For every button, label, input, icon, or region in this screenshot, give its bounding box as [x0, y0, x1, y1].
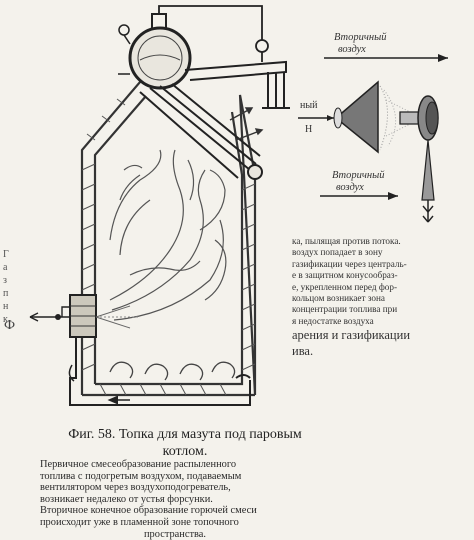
- text-line: арения и газификации: [292, 328, 411, 343]
- air-duct: [90, 374, 251, 406]
- margin-symbol: Ф: [4, 318, 16, 333]
- margin-letter: Г: [3, 249, 9, 260]
- flame-swirls: [109, 149, 227, 321]
- figure-description: Первичное смесеобразование распыленного …: [40, 459, 310, 540]
- text-line: ива.: [292, 344, 314, 359]
- description-line: происходит уже в пламенной зоне топочног…: [40, 516, 239, 528]
- air-label-bottom: воздух: [336, 182, 364, 193]
- secondary-air-label-bottom: Вторичный: [332, 170, 385, 181]
- primary-air-partial: ный: [300, 100, 318, 111]
- furnace-wall: [80, 78, 257, 397]
- caption-title-continued: котлом.: [162, 444, 208, 459]
- margin-letter: з: [3, 275, 7, 286]
- n-partial-label: Н: [305, 124, 312, 135]
- oil-burner: [29, 294, 140, 406]
- air-label-top: воздух: [338, 44, 366, 55]
- wall-hatching: [81, 98, 256, 396]
- cone-diagram: Вторичный воздух Вторичный воздух ный Н: [298, 32, 448, 223]
- text-line: кольцом возникает зона: [292, 293, 385, 304]
- text-line: е, укрепленном перед фор-: [292, 281, 398, 292]
- secondary-air-label-top: Вторичный: [334, 32, 387, 43]
- flue-arrows: [229, 107, 264, 141]
- margin-letter: к: [3, 314, 8, 325]
- margin-letter: а: [3, 262, 8, 273]
- steam-drum: [118, 5, 269, 90]
- description-line: пространства.: [144, 528, 206, 540]
- text-line: я недостатке воздуха: [292, 315, 374, 326]
- text-line: ка, пылящая против потока.: [292, 236, 401, 246]
- description-line: возникает недалеко от устья форсунки.: [40, 493, 213, 505]
- text-line: концентрации топлива при: [292, 304, 398, 315]
- adjacent-column-text: ка, пылящая против потока. воздух попада…: [292, 236, 470, 359]
- caption-title: Фиг. 58. Топка для мазута под паровым: [68, 427, 302, 442]
- description-line: Первичное смесеобразование распыленного: [40, 459, 237, 470]
- text-line: е в защитном конусообраз-: [292, 270, 398, 281]
- margin-letter: н: [3, 301, 9, 312]
- margin-letters: Г а з п н к: [3, 248, 17, 326]
- margin-letter: п: [3, 288, 9, 299]
- description-line: топлива с подогретым воздухом, подаваемы…: [40, 470, 242, 482]
- figure-caption: Фиг. 58. Топка для мазута под паровым ко…: [55, 426, 315, 460]
- text-line: воздух попадает в зону: [292, 247, 383, 258]
- boiler-tubes: [139, 60, 290, 180]
- text-line: газификации через централь-: [292, 258, 407, 269]
- description-line: Вторичное конечное образование горючей с…: [40, 505, 257, 517]
- bottom-swirls: [109, 361, 236, 381]
- description-line: вентилятором через воздухоподогреватель,: [40, 482, 231, 494]
